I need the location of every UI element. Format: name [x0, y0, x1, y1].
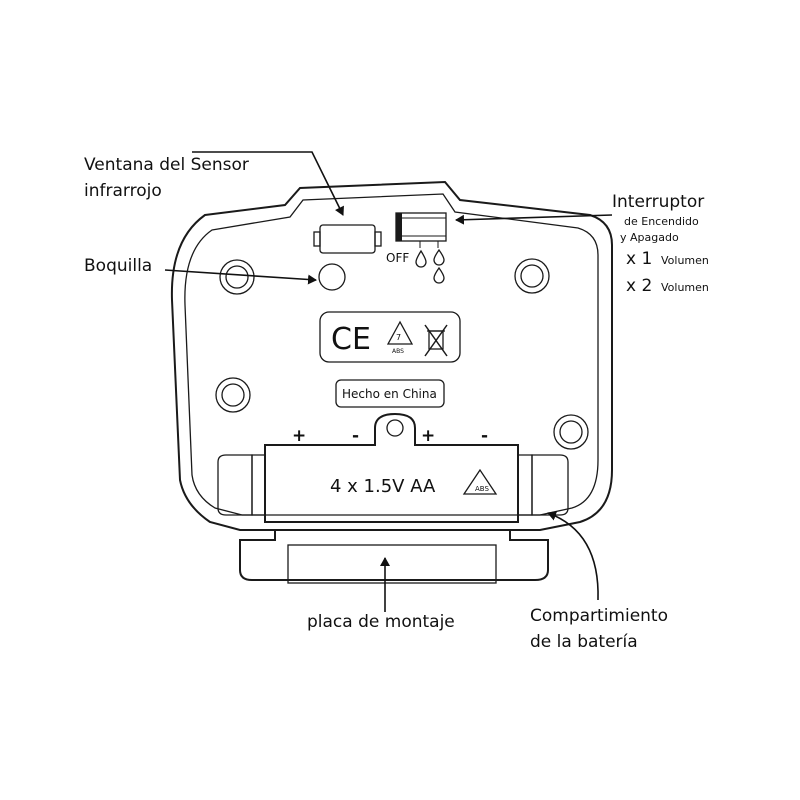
polarity-sign-3: +	[421, 426, 435, 446]
battery-label-line2: de la batería	[530, 632, 638, 652]
arrow-power-switch	[455, 214, 613, 225]
volume1-suffix: Volumen	[661, 254, 709, 267]
power-switch	[395, 212, 447, 248]
battery-recycle-material: ABS	[475, 485, 489, 493]
made-in-label-frame	[335, 379, 445, 408]
sensor-window-label-line2: infrarrojo	[84, 181, 162, 201]
battery-label-line1: Compartimiento	[530, 606, 668, 626]
battery-compartment	[217, 412, 569, 523]
arrow-sensor-window	[192, 151, 344, 216]
sensor-window-label-line1: Ventana del Sensor	[84, 155, 249, 175]
screw-hole-mid-left	[215, 377, 251, 413]
battery-spec: 4 x 1.5V AA	[330, 476, 436, 497]
certification-label: CE 7 ABS	[319, 311, 461, 363]
polarity-sign-1: +	[292, 426, 306, 446]
polarity-sign-4: -	[481, 426, 488, 446]
switch-title-label: Interruptor	[612, 192, 704, 212]
crossed-bin-icon	[424, 324, 448, 357]
made-in-label: Hecho en China	[342, 387, 437, 401]
nozzle-label: Boquilla	[84, 256, 152, 276]
device-housing	[170, 180, 613, 531]
ce-mark: CE	[331, 322, 371, 357]
volume2-suffix: Volumen	[661, 281, 709, 294]
mounting-plate-label: placa de montaje	[307, 612, 455, 632]
switch-sub-label-1: de Encendido	[624, 215, 699, 228]
recycle-icon	[386, 320, 414, 345]
recycle-material: ABS	[392, 348, 404, 355]
polarity-sign-2: -	[352, 426, 359, 446]
volume1-prefix: x 1	[626, 249, 652, 269]
volume2-prefix: x 2	[626, 276, 652, 296]
single-drop-icon	[415, 249, 427, 268]
battery-recycle-icon	[462, 468, 498, 495]
double-drop-icon	[433, 248, 445, 284]
screw-hole-top-left	[219, 259, 255, 295]
infrared-sensor-window	[313, 224, 382, 254]
arrow-nozzle	[164, 269, 317, 285]
screw-hole-top-right	[514, 258, 550, 294]
mounting-plate	[239, 529, 549, 584]
recycle-code: 7	[396, 333, 401, 342]
nozzle	[318, 263, 346, 291]
switch-off-label: OFF	[386, 251, 409, 265]
arrow-battery-compartment	[547, 511, 599, 601]
switch-sub-label-2: y Apagado	[620, 231, 679, 244]
screw-hole-mid-right	[553, 414, 589, 450]
